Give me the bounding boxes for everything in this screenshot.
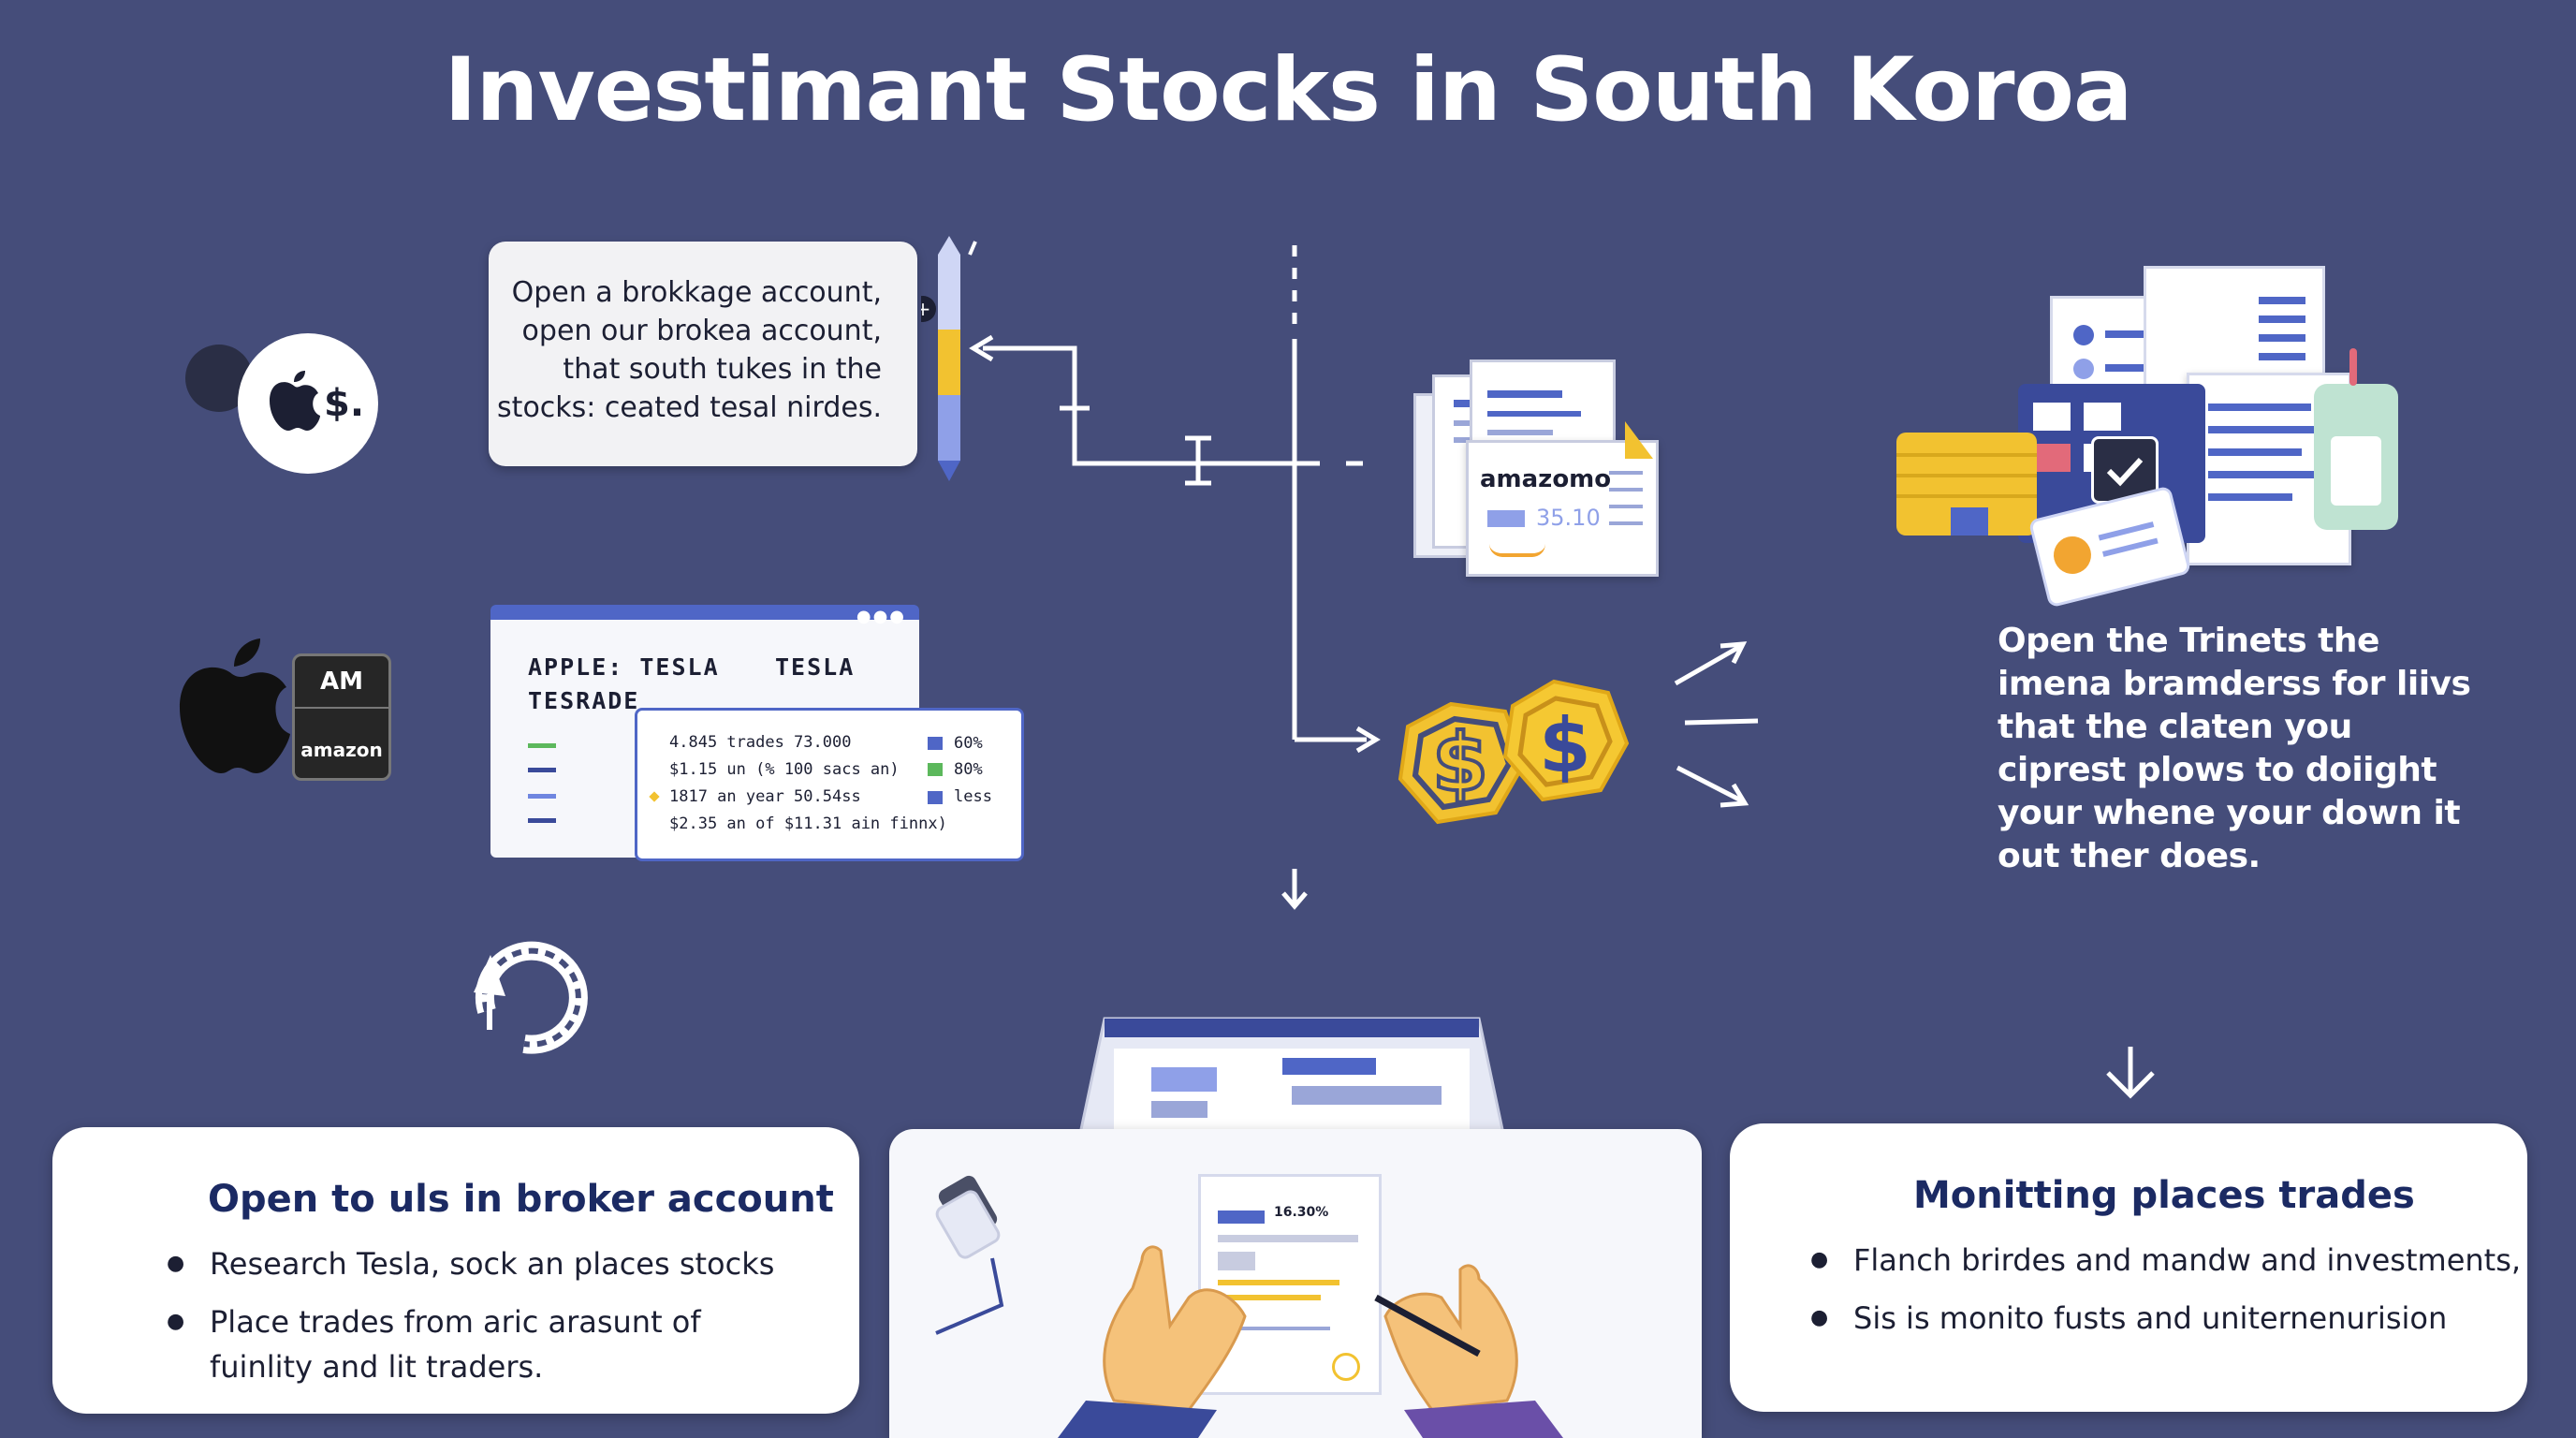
legend-swatch	[928, 737, 943, 750]
panel-open-account: Open to uls in broker account Research T…	[52, 1127, 859, 1414]
burst-line-3	[1676, 765, 1745, 804]
bubble-connector	[983, 345, 1320, 466]
stat-line: $2.35 an of $11.31 ain finnx)	[669, 814, 947, 833]
invoice-brand: amazomo	[1480, 465, 1612, 493]
legend-swatch	[928, 763, 943, 776]
laptop-icon	[1075, 1017, 1509, 1152]
page-title: Investimant Stocks in South Koroa	[444, 39, 2133, 141]
am-label: AM	[320, 668, 363, 696]
step-bubble: Open a brokkage account, open our brokea…	[489, 242, 917, 466]
step-line: stocks: ceated tesal nirdes.	[497, 391, 882, 424]
amazon-label: amazon	[300, 739, 383, 761]
document-value: 16.30%	[1274, 1205, 1329, 1220]
apple-dollar-logo: $.	[238, 333, 378, 474]
apple-icon	[270, 371, 320, 431]
amazon-invoice-card: amazomo 35.10	[1466, 440, 1659, 577]
phone-icon	[935, 1175, 1004, 1335]
signed-document: 16.30%	[1198, 1174, 1382, 1395]
coin-arrow-head	[1355, 726, 1381, 754]
stat-line: 4.845 trades 73.000	[669, 733, 852, 752]
panel-monitoring: Monitting places trades Flanch brirdes a…	[1730, 1123, 2527, 1412]
svg-text:$: $	[1539, 702, 1591, 789]
price-tag-icon	[2314, 348, 2398, 530]
bullet-item: Sis is monito fusts and uniternenurision	[1810, 1296, 2447, 1341]
hands-icon	[1058, 1245, 1563, 1438]
panel-title: Monitting places trades	[1913, 1174, 2415, 1217]
stat-line: $1.15 un (% 100 sacs an)	[669, 760, 900, 779]
legend-label: 60%	[954, 734, 983, 753]
amazon-tile-logo: AM amazon	[292, 653, 391, 781]
ticker-header-right: TESLA	[775, 653, 856, 681]
coins-icon: $ $	[1398, 679, 1630, 825]
step-line: that south tukes in the	[563, 353, 882, 386]
panel-center-illustration: 16.30%	[889, 1129, 1702, 1438]
dollar-mark: $.	[324, 382, 365, 425]
svg-text:$: $	[1432, 716, 1488, 810]
panel-title: Open to uls in broker account	[208, 1178, 834, 1221]
bullet-item: Flanch brirdes and mandw and investments…	[1810, 1238, 2521, 1283]
legend-label: less	[954, 787, 992, 806]
window-dots-icon: ●●●	[856, 607, 906, 626]
smile-logo-icon	[1489, 544, 1545, 557]
refresh-arrow-icon	[474, 941, 588, 1054]
stat-line: 1817 an year 50.54ss	[669, 787, 861, 806]
ticker-header-sub: TESRADE	[528, 687, 640, 714]
coin-stack-icon	[1896, 433, 2037, 536]
burst-line-1	[1674, 643, 1743, 686]
legend-label: 80%	[954, 760, 983, 779]
stats-card: 4.845 trades 73.000 $1.15 un (% 100 sacs…	[635, 708, 1024, 861]
burst-line-2	[1684, 718, 1759, 726]
apple-logo-icon	[180, 638, 290, 773]
right-description: Open the Trinets the imena bramderss for…	[1998, 622, 2471, 875]
step-line: open our brokea account,	[521, 315, 882, 347]
bullet-item: Research Tesla, sock an places stocks	[167, 1241, 774, 1286]
bubble-arrow-head	[969, 334, 994, 362]
step-line: Open a brokkage account,	[511, 276, 882, 309]
pencil-icon: +	[921, 236, 977, 481]
svg-text:+: +	[921, 298, 930, 320]
bullet-item: Place trades from aric arasunt of fuinli…	[167, 1299, 809, 1389]
legend-swatch	[928, 791, 943, 804]
ticker-header-left: APPLE: TESLA	[528, 653, 720, 681]
invoice-amount: 35.10	[1536, 505, 1601, 531]
